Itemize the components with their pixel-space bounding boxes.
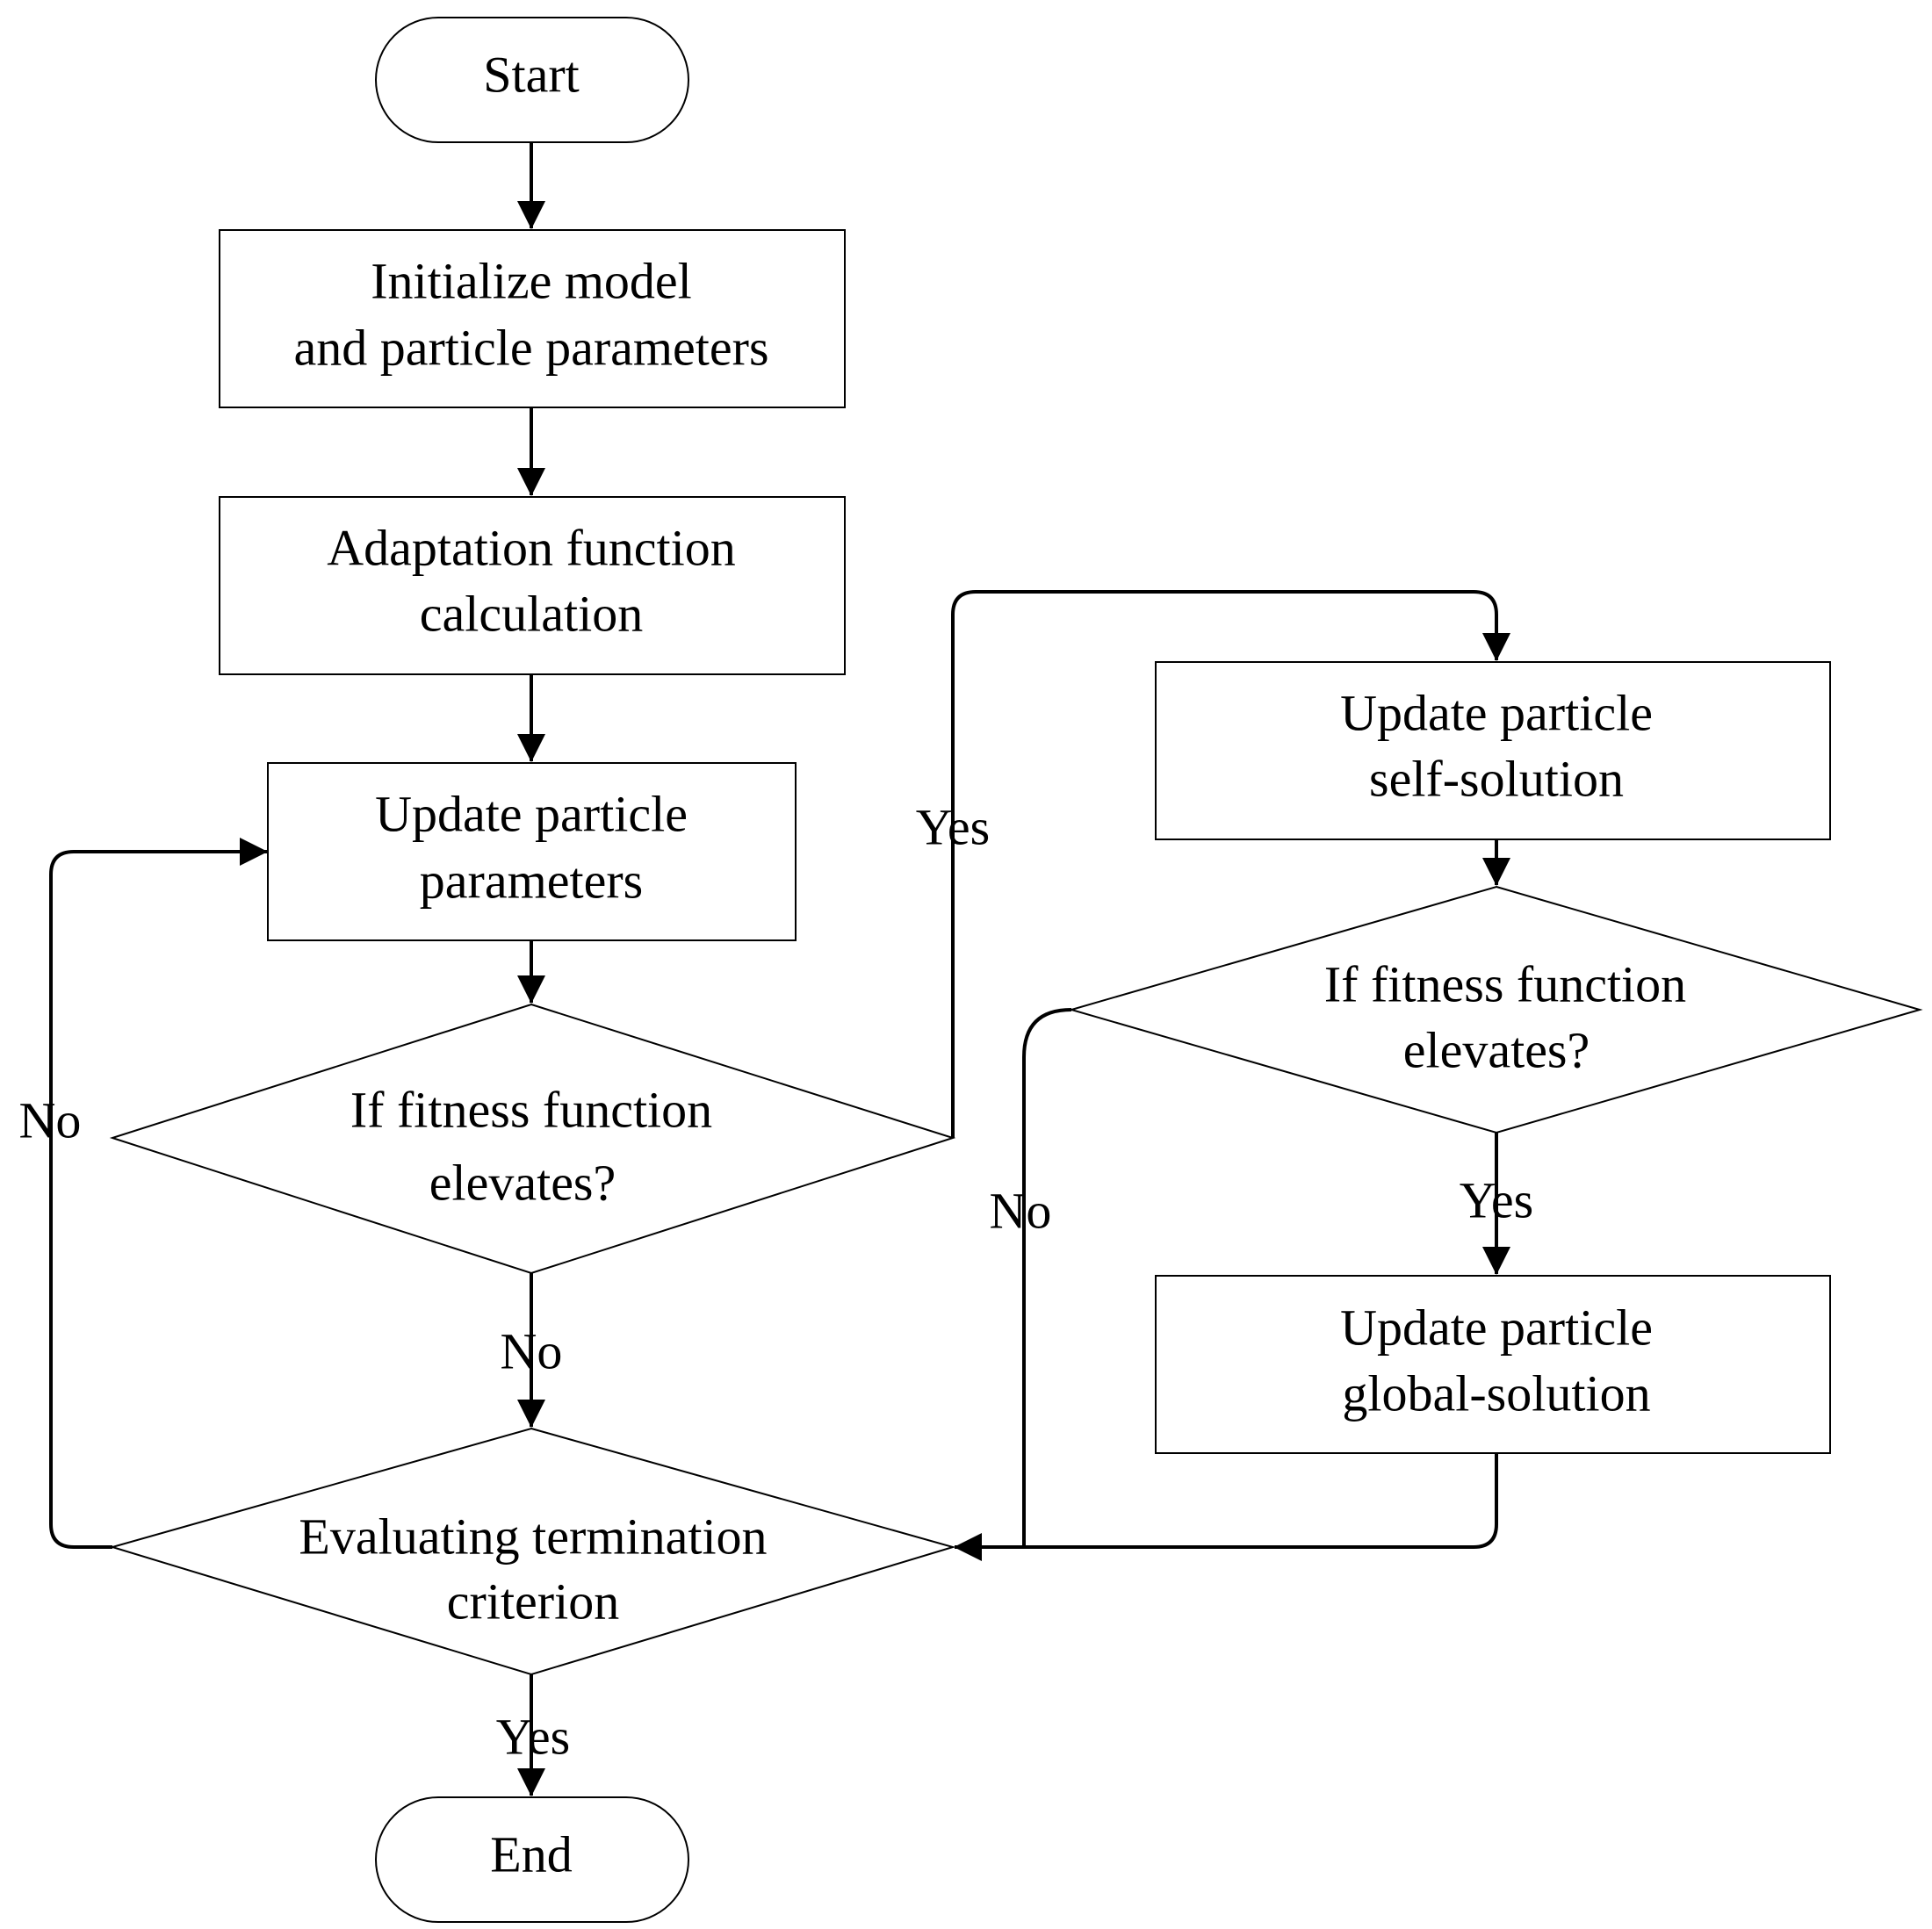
adaptation-label-line1: Adaptation function bbox=[327, 519, 736, 576]
update-params-label-line1: Update particle bbox=[375, 785, 688, 842]
edge-label-termination-yes: Yes bbox=[496, 1708, 570, 1765]
edge-label-fitness1-no: No bbox=[501, 1322, 563, 1379]
edge-labels: Yes No No No Yes Yes bbox=[19, 798, 1534, 1765]
update-global-label-line1: Update particle bbox=[1340, 1299, 1653, 1356]
adaptation-process: Adaptation function calculation bbox=[219, 496, 846, 675]
update-self-label-line1: Update particle bbox=[1340, 684, 1653, 741]
termination-label-line2: criterion bbox=[447, 1573, 619, 1630]
fitness-decision-2-label-line1: If fitness function bbox=[1324, 955, 1686, 1012]
fitness-decision-2: If fitness function elevates? bbox=[1068, 885, 1923, 1134]
init-label-line2: and particle parameters bbox=[293, 319, 768, 376]
edge-label-fitness1-yes: Yes bbox=[916, 798, 990, 855]
termination-decision: Evaluating termination criterion bbox=[109, 1427, 956, 1676]
arrow-fitness1-yes-to-update-self bbox=[951, 590, 1510, 1138]
arrow-fitness2-no-to-merge bbox=[1022, 1008, 1072, 1547]
fitness-decision-1-label-line2: elevates? bbox=[429, 1154, 616, 1211]
fitness-decision-1-label-line1: If fitness function bbox=[350, 1081, 712, 1138]
init-process: Initialize model and particle parameters bbox=[219, 229, 846, 408]
fitness-decision-2-label-line2: elevates? bbox=[1403, 1021, 1590, 1078]
edge-label-fitness2-yes: Yes bbox=[1460, 1171, 1533, 1228]
update-params-process: Update particle parameters bbox=[267, 762, 797, 941]
init-label-line1: Initialize model bbox=[371, 252, 692, 309]
start-node: Start bbox=[375, 17, 689, 143]
update-global-process: Update particle global-solution bbox=[1155, 1275, 1831, 1454]
adaptation-label-line2: calculation bbox=[420, 585, 643, 642]
edge-label-fitness2-no: No bbox=[990, 1182, 1052, 1239]
fitness-decision-1: If fitness function elevates? bbox=[109, 1003, 956, 1275]
update-global-label-line2: global-solution bbox=[1342, 1364, 1650, 1422]
end-node: End bbox=[375, 1796, 689, 1923]
termination-label-line1: Evaluating termination bbox=[299, 1508, 767, 1565]
arrow-termination-no-to-update-params bbox=[49, 838, 268, 1549]
connectors bbox=[49, 142, 1510, 1796]
arrow-update-global-to-termination bbox=[954, 1453, 1498, 1561]
update-self-process: Update particle self-solution bbox=[1155, 661, 1831, 840]
update-self-label-line2: self-solution bbox=[1369, 750, 1624, 807]
start-label: Start bbox=[483, 46, 580, 103]
edge-label-termination-no: No bbox=[19, 1091, 82, 1148]
update-params-label-line2: parameters bbox=[420, 852, 643, 909]
end-label: End bbox=[490, 1825, 572, 1882]
